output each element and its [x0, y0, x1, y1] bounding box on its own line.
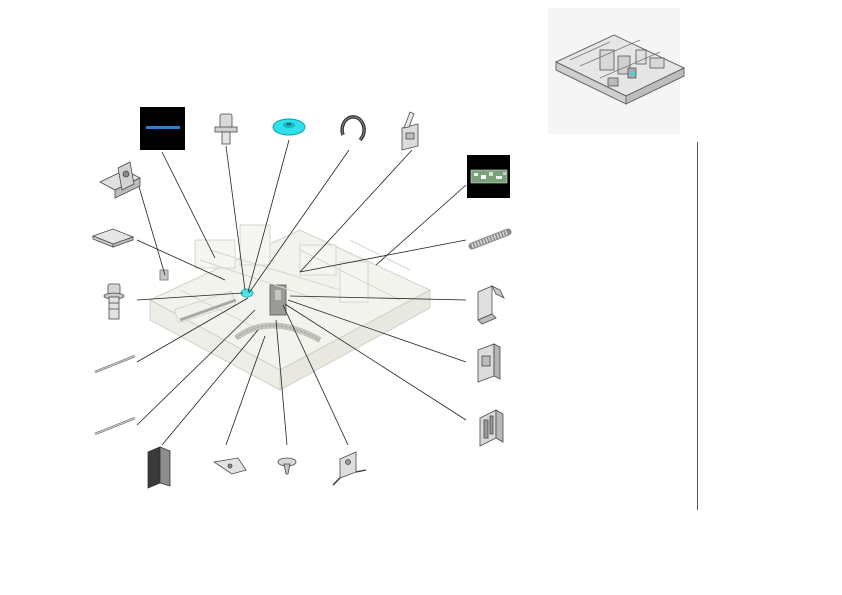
assembly-overview-thumbnail — [548, 8, 686, 134]
thin-pin-2[interactable] — [94, 416, 136, 436]
bent-bracket[interactable] — [401, 111, 419, 151]
leader-lines — [136, 139, 467, 446]
circuit-board-in-black-box[interactable] — [467, 155, 510, 198]
flat-plate[interactable] — [91, 228, 135, 248]
guide-bracket[interactable] — [477, 343, 501, 383]
highlighted-washer[interactable] — [272, 118, 306, 136]
blue-strip-callout[interactable] — [140, 107, 185, 150]
dark-bracket[interactable] — [147, 446, 171, 489]
e-ring-clip[interactable] — [340, 115, 366, 142]
shoulder-screw[interactable] — [214, 113, 238, 145]
hook-plate[interactable] — [332, 451, 367, 486]
mount-bracket[interactable] — [99, 161, 141, 199]
flange-screw[interactable] — [103, 283, 125, 320]
slide-bracket[interactable] — [479, 409, 504, 447]
arm-lever[interactable] — [212, 457, 247, 475]
thin-pin[interactable] — [94, 354, 136, 374]
coil-spring[interactable] — [468, 228, 512, 250]
central-assembly — [148, 224, 432, 391]
clip-bracket[interactable] — [477, 285, 505, 325]
small-fastener[interactable] — [277, 457, 297, 475]
vertical-divider — [697, 142, 698, 510]
